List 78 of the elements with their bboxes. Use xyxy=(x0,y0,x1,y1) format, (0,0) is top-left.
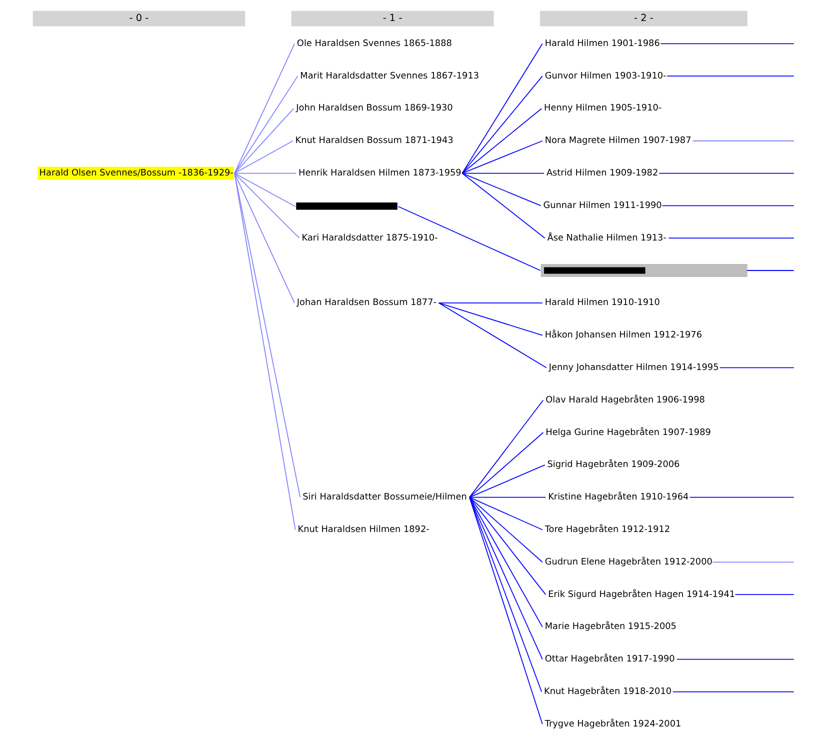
connector xyxy=(746,270,794,271)
node-bar xyxy=(540,264,747,277)
connector xyxy=(234,76,298,174)
connector xyxy=(234,140,293,174)
node-text: Håkon Johansen Hilmen 1912-1976 xyxy=(544,330,702,341)
connector xyxy=(468,496,546,498)
connector xyxy=(234,43,294,174)
connector xyxy=(234,172,300,239)
connector xyxy=(718,367,794,368)
connector xyxy=(468,496,542,660)
connector xyxy=(234,172,296,207)
connector xyxy=(468,496,546,595)
connector xyxy=(234,108,294,174)
node-text: Kristine Hagebråten 1910-1964 xyxy=(548,492,688,503)
node-text: Gunvor Hilmen 1903-1910- xyxy=(544,71,666,82)
connector xyxy=(397,206,540,271)
connector xyxy=(461,108,542,174)
node-text: Johan Haraldsen Bossum 1877- xyxy=(296,298,436,308)
node-text: Gudrun Elene Hagebråten 1912-2000 xyxy=(544,557,712,568)
connector xyxy=(461,140,542,174)
node-text: Henny Hilmen 1905-1910- xyxy=(544,104,662,114)
connector xyxy=(234,172,300,498)
connector xyxy=(660,43,794,44)
node-text: Marit Haraldsdatter Svennes 1867-1913 xyxy=(300,71,479,82)
node-text: Jenny Johansdatter Hilmen 1914-1995 xyxy=(548,362,718,373)
node-text: Olav Harald Hagebråten 1906-1998 xyxy=(545,395,704,406)
connector xyxy=(658,172,794,174)
connector xyxy=(468,496,542,628)
connector xyxy=(468,464,545,498)
connector xyxy=(468,496,542,563)
connector xyxy=(234,172,296,530)
node-text: Erik Sigurd Hagebråten Hagen 1914-1941 xyxy=(548,590,735,600)
connector xyxy=(672,691,794,692)
node-text: Ole Haraldsen Svennes 1865-1888 xyxy=(296,38,452,49)
connector xyxy=(688,496,794,498)
label: - 1 - xyxy=(382,13,402,24)
connector xyxy=(712,562,794,563)
connector xyxy=(468,400,544,498)
connector xyxy=(234,172,296,174)
node-text: Sigrid Hagebråten 1909-2006 xyxy=(546,460,680,470)
label: - 0 - xyxy=(128,13,148,24)
connector xyxy=(676,658,794,660)
connector xyxy=(468,432,544,498)
node-text: John Haraldsen Bossum 1869-1930 xyxy=(296,104,452,114)
connector xyxy=(668,238,794,239)
node-text: Siri Haraldsdatter Bossumeie/Hilmen xyxy=(302,492,466,503)
node-text: Harald Hilmen 1910-1910 xyxy=(544,298,660,308)
node-text: Helga Gurine Hagebråten 1907-1989 xyxy=(545,428,710,438)
label: - 2 - xyxy=(633,13,653,24)
node-text: Astrid Hilmen 1909-1982 xyxy=(546,168,658,179)
connector xyxy=(661,205,794,206)
node-box: Harald Olsen Svennes/Bossum -1836-1929- xyxy=(37,166,234,180)
node-text: Trygve Hagebråten 1924-2001 xyxy=(544,719,681,730)
connector xyxy=(234,172,294,304)
node-text: Henrik Haraldsen Hilmen 1873-1959 xyxy=(298,168,461,179)
node-text: Knut Haraldsen Bossum 1871-1943 xyxy=(294,136,453,146)
node-text: Gunnar Hilmen 1911-1990 xyxy=(542,200,662,211)
node-text: Knut Haraldsen Hilmen 1892- xyxy=(297,525,429,536)
connector xyxy=(438,302,542,336)
node-bar xyxy=(296,202,397,210)
connector xyxy=(468,496,542,530)
node-text: Åse Nathalie Hilmen 1913- xyxy=(546,233,666,244)
connector xyxy=(461,172,544,174)
connector xyxy=(692,140,794,142)
connector xyxy=(461,172,545,239)
connector xyxy=(438,302,542,304)
node-text: Ottar Hagebråten 1917-1990 xyxy=(544,654,674,665)
node-text: Tore Hagebråten 1912-1912 xyxy=(544,525,670,536)
connector xyxy=(438,302,546,368)
connector xyxy=(461,43,542,174)
node-text: Knut Hagebråten 1918-2010 xyxy=(544,687,672,698)
node-text: Harald Hilmen 1901-1986 xyxy=(544,38,660,49)
connector xyxy=(461,76,542,174)
connector xyxy=(734,594,794,595)
node-text: Kari Haraldsdatter 1875-1910- xyxy=(301,233,438,244)
node-text: Marie Hagebråten 1915-2005 xyxy=(544,622,676,632)
connector xyxy=(461,172,541,206)
node-text: Nora Magrete Hilmen 1907-1987 xyxy=(544,136,691,146)
